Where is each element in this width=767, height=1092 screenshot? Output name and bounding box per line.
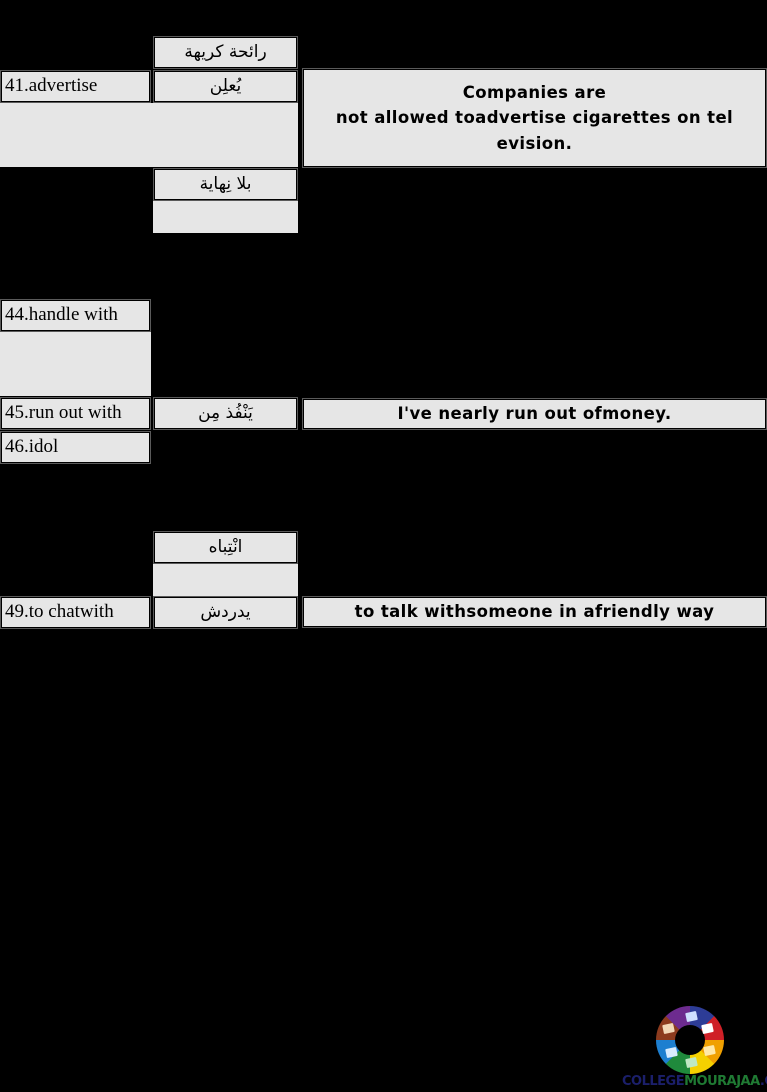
column-filler xyxy=(153,201,298,233)
arabic-term-cell: بلا نِهاية xyxy=(153,168,298,201)
site-watermark: COLLEGEMOURAJAA.COM xyxy=(622,1006,767,1092)
english-term-cell: 41.advertise xyxy=(0,70,151,103)
english-term-cell: 46.idol xyxy=(0,431,151,464)
english-sentence-cell: I've nearly run out ofmoney. xyxy=(302,398,767,430)
arabic-term-cell: يدردش xyxy=(153,596,298,629)
english-term-cell: 49.to chatwith xyxy=(0,596,151,629)
column-filler xyxy=(153,564,298,596)
arabic-term-cell: انْتِباه xyxy=(153,531,298,564)
watermark-text-com: .COM xyxy=(759,1074,767,1089)
watermark-text-mourajaa: MOURAJAA xyxy=(684,1074,760,1089)
english-term-cell: 44.handle with xyxy=(0,299,151,332)
column-filler xyxy=(151,103,298,167)
sentence-line: not allowed toadvertise cigarettes on te… xyxy=(335,108,734,128)
english-sentence-cell: Companies are not allowed toadvertise ci… xyxy=(302,68,767,168)
sentence-line: evision. xyxy=(496,133,573,153)
watermark-text: COLLEGEMOURAJAA.COM xyxy=(622,1074,767,1089)
column-filler xyxy=(0,103,151,167)
watermark-text-college: COLLEGE xyxy=(622,1074,685,1089)
english-term-cell: 45.run out with xyxy=(0,397,151,430)
arabic-term-cell: رائحة كريهة xyxy=(153,36,298,69)
sentence-line: Companies are xyxy=(462,82,607,102)
colored-donut-icon xyxy=(656,1006,724,1074)
arabic-term-cell: يَنْفُذ مِن xyxy=(153,397,298,430)
column-filler xyxy=(0,332,151,396)
english-sentence-cell: to talk withsomeone in afriendly way xyxy=(302,596,767,628)
arabic-term-cell: يُعلِن xyxy=(153,70,298,103)
